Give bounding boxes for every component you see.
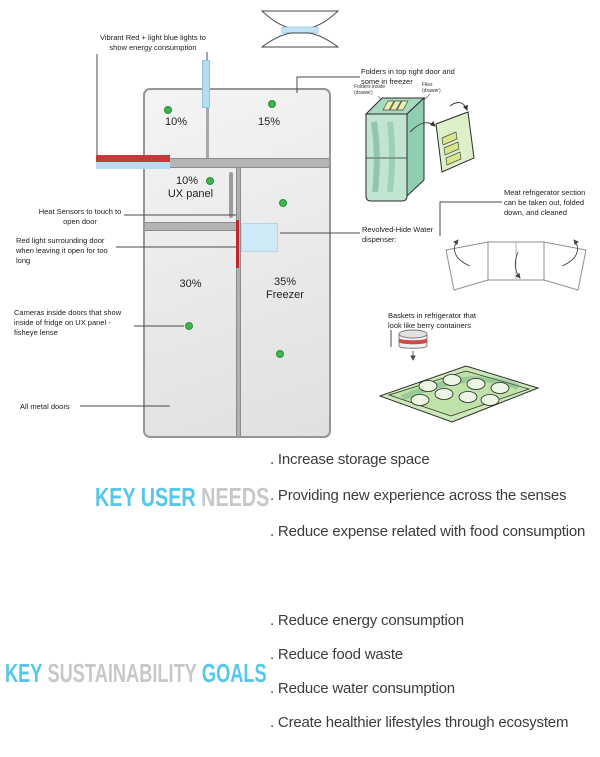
blue-light-bar [96, 162, 170, 169]
energy-light-bar [202, 60, 210, 108]
indicator-dot [164, 106, 172, 114]
curved-arrow [453, 239, 471, 267]
goal-item: . Reduce food waste [270, 646, 403, 663]
annotation-heat-sensors: Heat Sensors to touch to open door [38, 207, 122, 226]
sketch-detached-door [435, 111, 475, 173]
fridge-door-handle [229, 172, 233, 218]
sketch-label-folders-2: (drawer) [354, 90, 373, 96]
hourglass-bottom-shape [260, 32, 340, 48]
hourglass-top-shape [260, 10, 340, 29]
annotation-baskets: Baskets in refrigerator that look like b… [388, 311, 476, 330]
annotation-folders: Folders in top right door and some in fr… [361, 67, 455, 86]
door-open-red-light [236, 220, 239, 268]
sketch-label-folders-1: Folders inside [354, 84, 385, 90]
curved-arrow [409, 121, 436, 133]
curved-arrow [514, 251, 521, 279]
basket-hole [418, 380, 438, 392]
compartment-label-30: 30% [179, 278, 202, 290]
indicator-dot [276, 350, 284, 358]
berry-container-lid [398, 329, 428, 339]
sketch-door-folder [443, 141, 460, 156]
need-item: . Reduce expense related with food consu… [270, 523, 586, 540]
sketch-label-files-2: (drawer) [422, 88, 441, 94]
indicator-dot [268, 100, 276, 108]
basket-hole [490, 382, 510, 394]
annotation-meat-section: Meat refrigerator section can be taken o… [504, 188, 586, 217]
annotation-cameras: Cameras inside doors that show inside of… [14, 308, 122, 337]
sketch-folder [396, 100, 409, 111]
basket-hole [442, 374, 462, 386]
sketch-label-files-1: Files [422, 82, 433, 88]
goal-item: . Create healthier lifestyles through ec… [270, 714, 569, 731]
user-needs-list: . Increase storage space . Providing new… [270, 451, 585, 559]
compartment-sublabel-ux: UX panel [167, 188, 214, 200]
goal-item: . Reduce energy consumption [270, 612, 464, 629]
fridge-main-divider [236, 168, 241, 436]
compartment-label-top-right: 15% [257, 116, 281, 128]
fridge-horizontal-band-1 [145, 158, 329, 168]
sustainability-goals-list: . Reduce energy consumption . Reduce foo… [270, 612, 568, 748]
basket-hole [434, 388, 454, 400]
fridge-top-divider [206, 90, 209, 158]
watercolor-stroke [371, 121, 380, 193]
compartment-label-top-left: 10% [164, 116, 188, 128]
heading-sustainability: SUSTAINABILITY [47, 658, 197, 688]
curved-arrow [449, 102, 468, 111]
fridge-horizontal-band-2 [145, 222, 236, 231]
curved-arrow [561, 239, 579, 267]
need-item: . Providing new experience across the se… [270, 487, 567, 504]
fridge-diagram: 10% 15% 10% UX panel 30% 35% Freezer [143, 88, 331, 438]
sketch-folder [389, 100, 402, 111]
basket-hole [466, 378, 486, 390]
indicator-dot [206, 177, 214, 185]
folders-fridge-sketch: Folders inside (drawer) Files (drawer) [354, 82, 475, 202]
heading-needs: NEEDS [201, 482, 270, 512]
basket-hole [458, 391, 478, 403]
annotation-lights: Vibrant Red + light blue lights to show … [100, 33, 206, 52]
heading-goals: GOALS [201, 658, 267, 688]
foldout-left-flap [445, 241, 489, 291]
heading-key-user: KEY USER [95, 482, 196, 512]
red-light-bar [96, 155, 170, 162]
sketch-door-folder [445, 151, 462, 166]
compartment-label-ux: 10% [175, 175, 199, 187]
watercolor-stroke [387, 121, 395, 193]
sketch-door-folder [441, 131, 458, 146]
sketch-fridge-side [406, 96, 425, 198]
berry-container-red-band [399, 338, 427, 345]
berry-basket-sketch [378, 329, 540, 423]
annotation-water-dispenser: Revolved-Hide Water dispenser: [362, 225, 433, 244]
sketch-folder [382, 100, 395, 111]
hourglass-blue-band [281, 26, 319, 34]
basket-hole [480, 394, 500, 406]
basket-hole [410, 394, 430, 406]
meat-section-sketch [445, 239, 587, 291]
compartment-label-freezer-pct: 35% [273, 276, 297, 288]
indicator-dot [185, 322, 193, 330]
annotation-metal-doors: All metal doors [20, 402, 70, 411]
indicator-dot [279, 199, 287, 207]
annotation-red-light: Red light surrounding door when leaving … [16, 236, 108, 265]
need-item: . Increase storage space [270, 451, 430, 468]
foldout-right-flap [543, 241, 587, 291]
watercolor-stroke [400, 376, 520, 401]
heading-key: KEY [5, 658, 43, 688]
hourglass-sketch [260, 10, 340, 48]
goal-item: . Reduce water consumption [270, 680, 455, 697]
compartment-sublabel-freezer: Freezer [266, 289, 304, 301]
water-dispenser-panel [241, 223, 278, 252]
